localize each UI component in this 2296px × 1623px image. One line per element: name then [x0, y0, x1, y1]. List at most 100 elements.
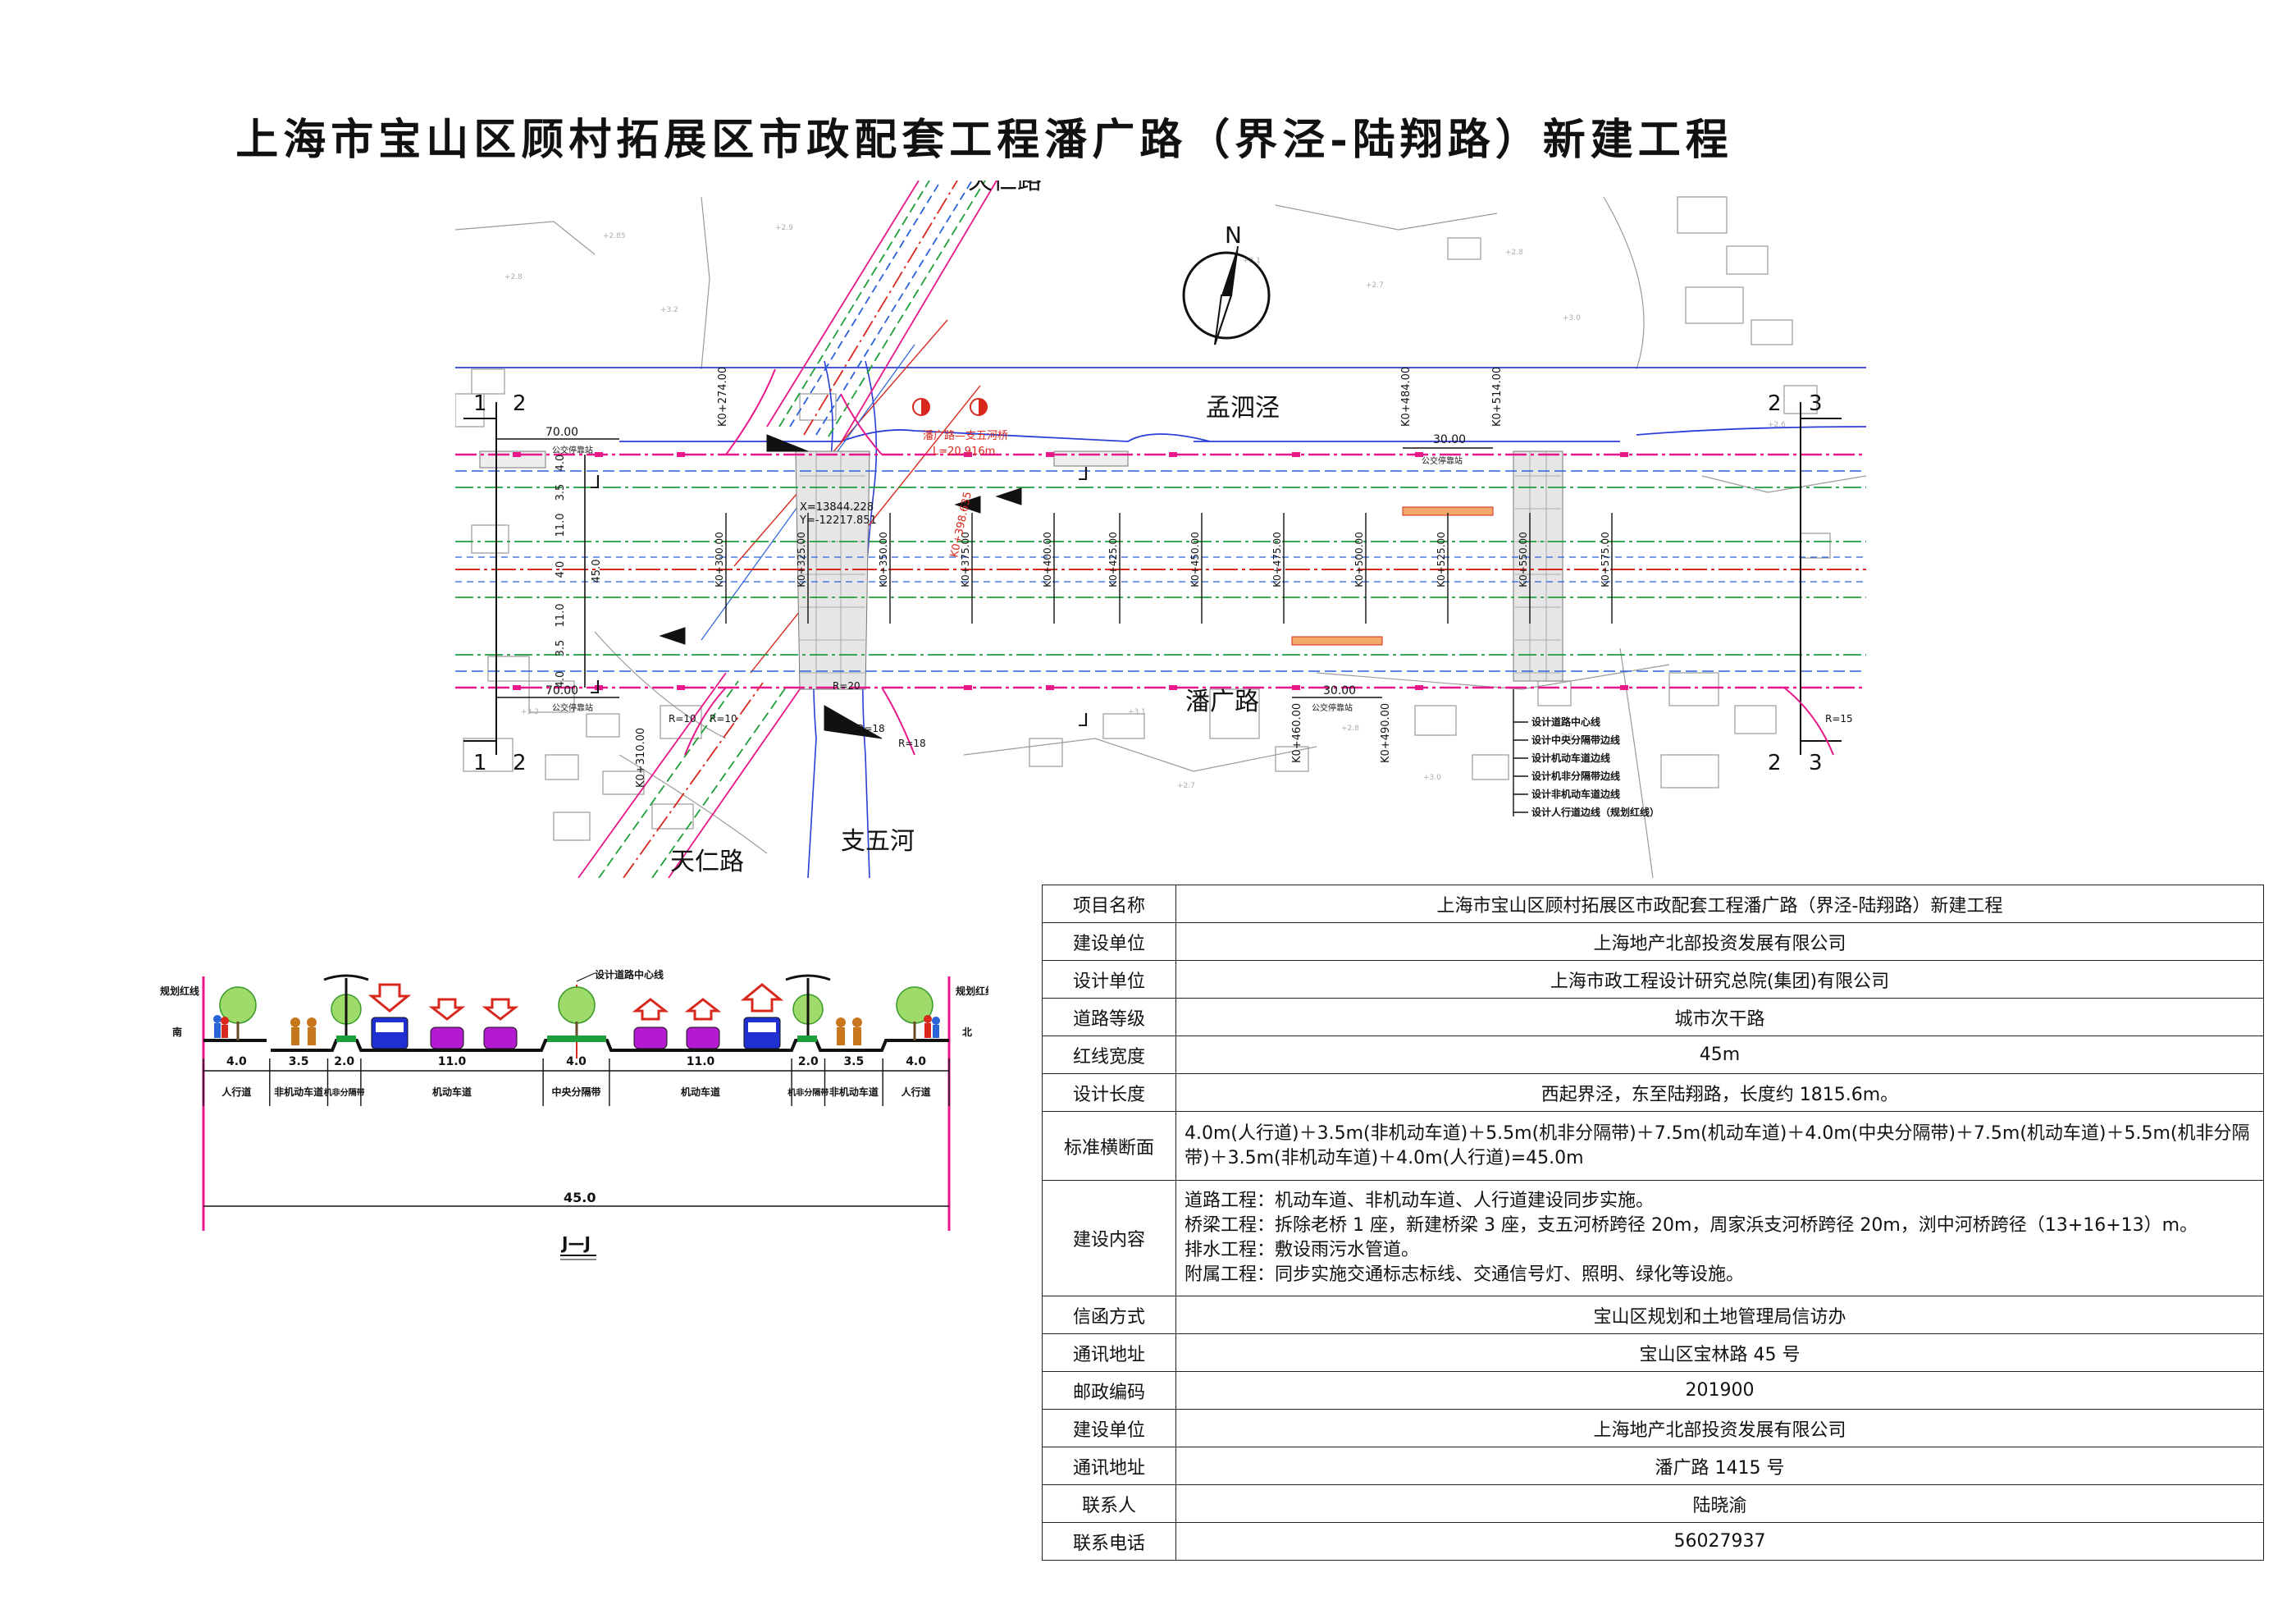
info-value: 上海市政工程设计研究总院(集团)有限公司 [1175, 960, 2264, 999]
section-mark-2c: 2 [1768, 391, 1782, 416]
red-line-left: 规划红线 [160, 985, 199, 997]
section-lines [463, 402, 1842, 755]
radius-4: R=18 [898, 738, 926, 749]
info-value: 宝山区规划和土地管理局信访办 [1175, 1296, 2264, 1334]
dimension-bars [496, 438, 1493, 698]
turn-mark-4: ⅃ [1079, 711, 1089, 731]
svg-text:+3.2: +3.2 [521, 708, 539, 716]
north-arrow-icon: N [1182, 222, 1271, 345]
section-mark-1a: 1 [473, 391, 487, 416]
station-label: K0+475.00 [1271, 532, 1283, 587]
dim-30-bottom: 30.00 [1323, 684, 1356, 697]
panguang-road-lines [455, 453, 1866, 689]
info-value: 上海地产北部投资发展有限公司 [1175, 922, 2264, 961]
segment-width: 2.0 [334, 1055, 354, 1068]
lane-total: 45.0 [591, 560, 603, 583]
turn-mark-3: ⅃ [1079, 464, 1089, 485]
svg-text:+2.7: +2.7 [1177, 782, 1195, 790]
info-key: 邮政编码 [1042, 1371, 1176, 1410]
traffic-arrows [367, 983, 784, 1021]
info-row: 设计单位上海市政工程设计研究总院(集团)有限公司 [1042, 960, 2264, 999]
bus-stop-label-top: 公交停靠站 [552, 445, 593, 455]
svg-text:+3.0: +3.0 [1423, 774, 1441, 782]
section-mark-3b: 3 [1809, 751, 1823, 775]
bridge-length: L=20.916m [933, 446, 995, 458]
legend-item-3: 设计机动车道边线 [1531, 752, 1610, 764]
station-label: K0+400.00 [1042, 532, 1053, 587]
road-name-tianren-top: 天仁路 [968, 181, 1042, 195]
svg-text:+2.8: +2.8 [1505, 249, 1523, 257]
segment-name: 人行道 [221, 1086, 251, 1098]
section-mark-3a: 3 [1809, 391, 1823, 416]
section-mark-1b: 1 [473, 751, 487, 775]
info-row: 建设单位上海地产北部投资发展有限公司 [1042, 1409, 2264, 1447]
svg-text:+3.2: +3.2 [660, 306, 678, 314]
info-row: 建设内容道路工程：机动车道、非机动车道、人行道建设同步实施。桥梁工程：拆除老桥 … [1042, 1180, 2264, 1296]
station-label: K0+525.00 [1436, 532, 1447, 587]
station-label: K0+575.00 [1600, 532, 1611, 587]
info-value: 上海地产北部投资发展有限公司 [1175, 1409, 2264, 1447]
info-value-line: 附属工程：同步实施交通标志标线、交通信号灯、照明、绿化等设施。 [1185, 1264, 1745, 1285]
info-key: 红线宽度 [1042, 1036, 1176, 1074]
north-label: N [1225, 222, 1242, 249]
radius-6: R=15 [1825, 713, 1853, 725]
info-key: 建设内容 [1042, 1180, 1176, 1296]
svg-text:+3.0: +3.0 [1563, 314, 1581, 322]
info-value: 201900 [1175, 1371, 2264, 1410]
cross-section-name: J—J [560, 1233, 591, 1253]
legend-item-1: 设计道路中心线 [1531, 715, 1600, 728]
info-key: 设计单位 [1042, 960, 1176, 999]
dim-70-top: 70.00 [545, 426, 578, 439]
info-value-line: 排水工程：敷设雨污水管道。 [1185, 1240, 1420, 1260]
cyclist-icons [290, 1017, 862, 1045]
page-title: 上海市宝山区顾村拓展区市政配套工程潘广路（界泾-陆翔路）新建工程 [235, 115, 1733, 165]
cross-section-total: 45.0 [564, 1190, 596, 1205]
info-row: 通讯地址宝山区宝林路 45 号 [1042, 1333, 2264, 1372]
curb-returns [684, 368, 1834, 756]
info-value: 宝山区宝林路 45 号 [1175, 1333, 2264, 1372]
info-row: 设计长度西起界泾，东至陆翔路，长度约 1815.6m。 [1042, 1073, 2264, 1112]
plan-legend [1513, 689, 1528, 816]
bus-stop-label-top-right: 公交停靠站 [1422, 455, 1463, 466]
segment-width: 3.5 [843, 1055, 864, 1068]
station-label: K0+325.00 [796, 532, 807, 587]
segment-name: 非机动车道 [829, 1086, 879, 1098]
station-label: K0+500.00 [1353, 532, 1365, 587]
svg-text:+2.9: +2.9 [1554, 733, 1573, 741]
info-key: 联系电话 [1042, 1522, 1176, 1561]
side-right: 北 [962, 1026, 972, 1038]
lane-dim: 4.0 [555, 455, 567, 472]
coord-x: X=13844.228 [800, 501, 874, 514]
info-value: 道路工程：机动车道、非机动车道、人行道建设同步实施。桥梁工程：拆除老桥 1 座，… [1175, 1180, 2264, 1296]
info-row: 道路等级城市次干路 [1042, 998, 2264, 1036]
info-value: 56027937 [1175, 1522, 2264, 1561]
info-key: 建设单位 [1042, 922, 1176, 961]
info-value: 潘广路 1415 号 [1175, 1447, 2264, 1485]
segment-width: 3.5 [289, 1055, 309, 1068]
tree-icons [219, 986, 933, 1025]
bridge-label: 潘广路—支五河桥 [923, 429, 1008, 442]
segment-name: 机动车道 [432, 1086, 472, 1098]
info-key: 设计长度 [1042, 1073, 1176, 1112]
segment-width: 4.0 [566, 1055, 587, 1068]
center-line-label: 设计道路中心线 [595, 968, 664, 981]
info-key: 建设单位 [1042, 1409, 1176, 1447]
legend-item-6: 设计人行道边线（规划红线） [1531, 806, 1659, 818]
info-value: 4.0m(人行道)＋3.5m(非机动车道)＋5.5m(机非分隔带)＋7.5m(机… [1175, 1111, 2264, 1181]
lane-dimension-stack: 4.03.511.04.011.03.54.045.0 [555, 455, 603, 688]
plan-view: +2.85+2.9+3.1 +2.7+2.8+3.0 +3.2+2.8+2.6 … [455, 181, 1866, 878]
segment-width: 4.0 [906, 1055, 926, 1068]
cross-section-dims: 4.0人行道3.5非机动车道2.0机非分隔带11.0机动车道4.0中央分隔带11… [203, 1055, 950, 1106]
segment-name: 机非分隔带 [787, 1087, 828, 1098]
svg-text:+2.9: +2.9 [775, 224, 793, 232]
legend-item-4: 设计机非分隔带边线 [1531, 770, 1620, 782]
station-tag-k484: K0+484.00 [1400, 367, 1413, 427]
segment-width: 11.0 [687, 1055, 715, 1068]
background-buildings [455, 196, 1866, 878]
station-label: K0+300.00 [714, 532, 725, 587]
lane-dim: 3.5 [555, 640, 567, 657]
station-tag-k310: K0+310.00 [635, 728, 647, 788]
info-value-line: 桥梁工程：拆除老桥 1 座，新建桥梁 3 座，支五河桥跨径 20m，周家浜支河桥… [1185, 1215, 2198, 1236]
